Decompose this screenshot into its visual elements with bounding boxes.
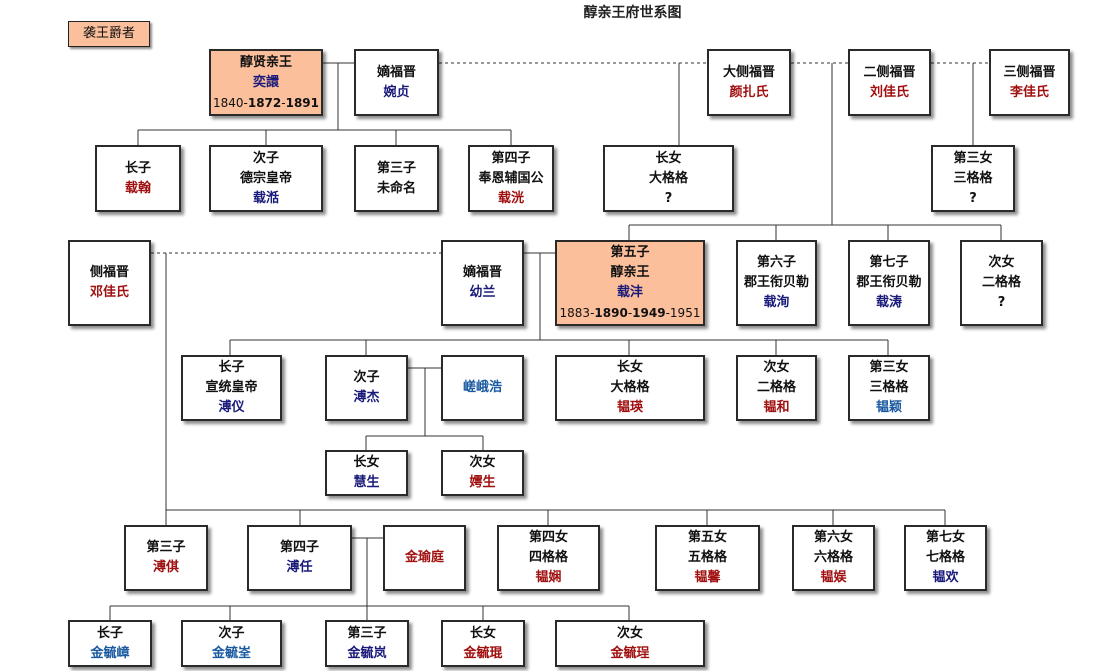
node-gen3-daughter-1: 长女 大格格 韫瑛 — [555, 355, 705, 421]
node-gen3-daughter-3: 第三女 三格格 韫颖 — [848, 355, 930, 421]
node-puren-son-1: 长子 金毓嶂 — [68, 620, 152, 667]
node-son-3: 第三子 未命名 — [354, 145, 439, 212]
node-puren-daughter-1: 长女 金毓琨 — [441, 620, 525, 667]
node-yixuan: 醇贤亲王 奕譞 1840-1872-1891 — [209, 49, 323, 116]
node-gen3-daughter-2: 次女 二格格 韫和 — [736, 355, 817, 421]
node-son-6: 第六子 郡王衔贝勒 载洵 — [736, 240, 817, 326]
node-puyi: 长子 宣统皇帝 溥仪 — [181, 355, 282, 421]
node-daughter-1: 长女 大格格 ? — [603, 145, 734, 212]
node-name: 奕譞 — [252, 74, 279, 90]
node-son-4: 第四子 奉恩辅国公 载洸 — [468, 145, 554, 212]
legend-heir-badge: 袭王爵者 — [68, 21, 150, 47]
node-puren-son-3: 第三子 金毓岚 — [325, 620, 409, 667]
node-pujie-daughter-2: 次女 嫮生 — [441, 450, 524, 496]
node-pujie: 次子 溥杰 — [325, 355, 408, 421]
node-pujie-wife: 嵯峨浩 — [441, 355, 524, 421]
node-daughter-2: 次女 二格格 ? — [960, 240, 1043, 326]
node-puren: 第四子 溥任 — [247, 525, 352, 591]
node-years: 1840-1872-1891 — [212, 95, 320, 110]
node-puren-son-2: 次子 金毓峑 — [181, 620, 282, 667]
node-gen3-son-3: 第三子 溥倛 — [124, 525, 208, 591]
node-gen3-daughter-7: 第七女 七格格 韫欢 — [904, 525, 987, 591]
node-zaifeng-main-wife: 嫡福晋 幼兰 — [441, 240, 524, 326]
chart-title: 醇亲王府世系图 — [583, 5, 682, 21]
node-gen3-daughter-6: 第六女 六格格 韫娱 — [792, 525, 875, 591]
node-zaifeng: 第五子 醇亲王 载沣 1883-1890-1949-1951 — [555, 240, 705, 326]
node-concubine-2: 二侧福晋 刘佳氏 — [848, 49, 931, 116]
node-gen3-daughter-5: 第五女 五格格 韫馨 — [655, 525, 760, 591]
node-concubine-3: 三侧福晋 李佳氏 — [989, 49, 1070, 116]
node-puren-daughter-2: 次女 金毓珵 — [555, 620, 705, 667]
node-son-1: 长子 载翰 — [95, 145, 181, 212]
node-son-7: 第七子 郡王衔贝勒 载涛 — [848, 240, 930, 326]
node-daughter-3: 第三女 三格格 ? — [931, 145, 1015, 212]
node-main-wife: 嫡福晋 婉贞 — [354, 49, 439, 116]
node-gen3-daughter-4: 第四女 四格格 韫娴 — [497, 525, 600, 591]
node-concubine-1: 大侧福晋 颜扎氏 — [707, 49, 791, 116]
node-puren-wife: 金瑜庭 — [383, 525, 466, 591]
node-years: 1883-1890-1949-1951 — [559, 306, 701, 320]
node-pujie-daughter-1: 长女 慧生 — [325, 450, 408, 496]
node-zaifeng-concubine: 侧福晋 邓佳氏 — [68, 240, 151, 326]
node-son-2: 次子 德宗皇帝 载湉 — [209, 145, 323, 212]
